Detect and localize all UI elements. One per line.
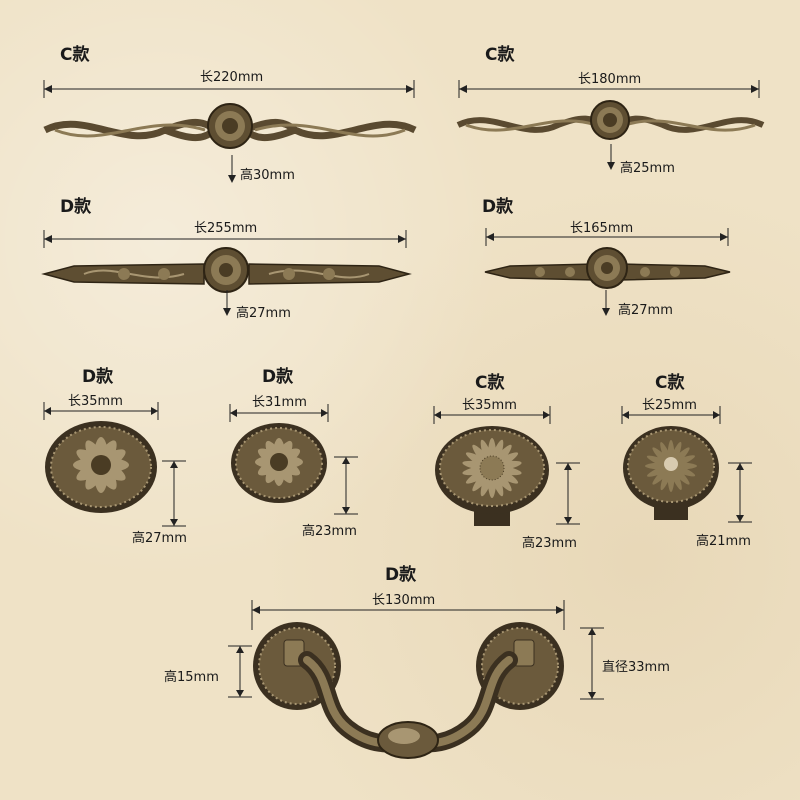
length-label-c220: 长220mm [200, 70, 264, 85]
diameter-line-d130 [580, 627, 604, 700]
diameter-label-d130: 直径33mm [602, 660, 670, 675]
length-label-c35: 长35mm [462, 398, 517, 413]
height-label-c25: 高21mm [696, 534, 751, 549]
height-label-d255: 高27mm [236, 306, 291, 321]
title-d31: D款 [262, 367, 294, 387]
height-label-d35: 高27mm [132, 531, 187, 546]
knob-c35 [435, 426, 549, 526]
length-label-c25: 长25mm [642, 398, 697, 413]
height-arrow-c220 [228, 155, 236, 183]
height-arrow-c180 [607, 144, 615, 170]
length-label-d255: 长255mm [194, 221, 258, 236]
title-c25: C款 [655, 373, 685, 393]
height-label-d130: 高15mm [164, 670, 219, 685]
height-label-c180: 高25mm [620, 161, 675, 176]
dimension-line-d165 [485, 228, 729, 246]
drop-handle-d130 [253, 622, 564, 759]
title-d165: D款 [482, 197, 514, 217]
height-arrow-d255 [223, 290, 231, 316]
height-line-c35 [556, 462, 580, 525]
dimension-line-d31 [229, 404, 329, 422]
knob-c25 [623, 426, 719, 520]
knob-d35 [45, 421, 157, 513]
title-d130: D款 [385, 565, 417, 585]
title-c35: C款 [475, 373, 505, 393]
bar-handle-c220 [43, 103, 417, 149]
title-c180: C款 [485, 45, 515, 65]
title-c220: C款 [60, 45, 90, 65]
height-label-d31: 高23mm [302, 524, 357, 539]
title-d35: D款 [82, 367, 114, 387]
length-label-d130: 长130mm [372, 593, 436, 608]
dimension-line-d255 [43, 230, 407, 248]
height-line-d130 [228, 645, 252, 698]
bar-handle-d165 [484, 247, 731, 289]
dimension-line-d130 [251, 600, 565, 630]
height-line-d31 [334, 456, 358, 515]
height-label-d165: 高27mm [618, 303, 673, 318]
dimension-line-c180 [458, 80, 760, 98]
dimension-line-c220 [43, 80, 415, 98]
bar-handle-d255 [41, 247, 412, 293]
dimension-line-c35 [433, 406, 551, 424]
height-label-c35: 高23mm [522, 536, 577, 551]
height-arrow-d165 [602, 290, 610, 316]
dimension-line-c25 [621, 406, 721, 424]
knob-d31 [231, 423, 327, 503]
length-label-c180: 长180mm [578, 72, 642, 87]
length-label-d165: 长165mm [570, 221, 634, 236]
title-d255: D款 [60, 197, 92, 217]
length-label-d31: 长31mm [252, 395, 307, 410]
height-line-d35 [162, 460, 186, 527]
length-label-d35: 长35mm [68, 394, 123, 409]
dimension-line-d35 [43, 402, 159, 420]
bar-handle-c180 [456, 100, 765, 140]
height-line-c25 [728, 462, 752, 523]
height-label-c220: 高30mm [240, 168, 295, 183]
